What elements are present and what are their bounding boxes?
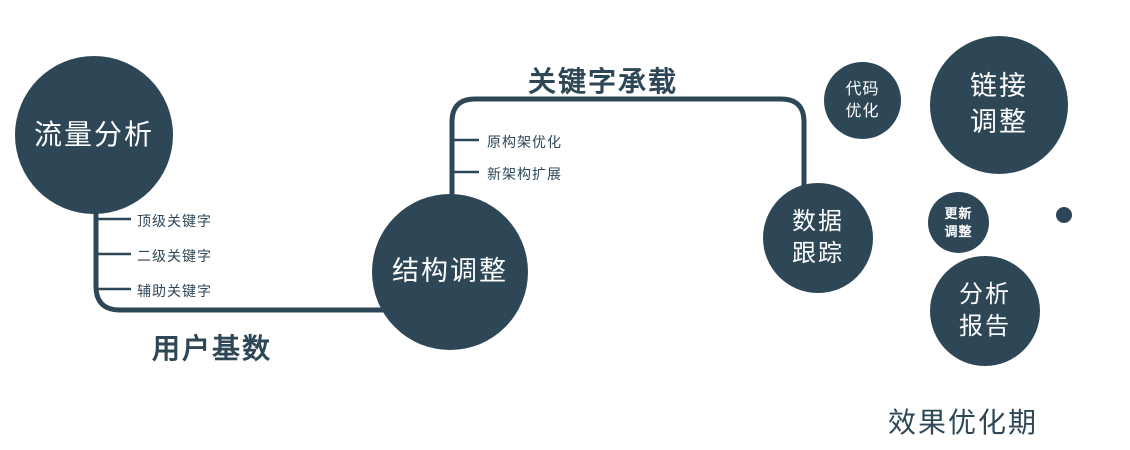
footer-label-effect-optimization-period: 效果优化期 xyxy=(888,407,1039,438)
node-traffic-analysis: 流量分析 xyxy=(15,56,173,214)
edge-label-keyword-carrying: 关键字承载 xyxy=(528,66,679,97)
node-code-optimization: 代码 优化 xyxy=(824,62,901,139)
branch-label-second-keyword: 二级关键字 xyxy=(137,248,212,264)
branch-label-original-architecture: 原构架优化 xyxy=(487,134,562,150)
node-link-adjustment: 链接 调整 xyxy=(930,36,1068,174)
node-data-tracking: 数据 跟踪 xyxy=(763,183,873,293)
node-analysis-report: 分析 报告 xyxy=(930,256,1040,366)
connector-traffic-to-structure xyxy=(93,150,410,313)
branch-label-top-keyword: 顶级关键字 xyxy=(137,213,212,229)
node-structure-adjustment: 结构调整 xyxy=(372,194,528,350)
bullet-dot xyxy=(1056,207,1072,223)
edge-label-user-base: 用户基数 xyxy=(152,333,273,364)
connector-structure-to-data xyxy=(449,96,807,245)
branch-label-auxiliary-keyword: 辅助关键字 xyxy=(137,283,212,299)
node-update-adjustment: 更新 调整 xyxy=(928,192,989,253)
branch-label-new-architecture: 新架构扩展 xyxy=(487,166,562,182)
